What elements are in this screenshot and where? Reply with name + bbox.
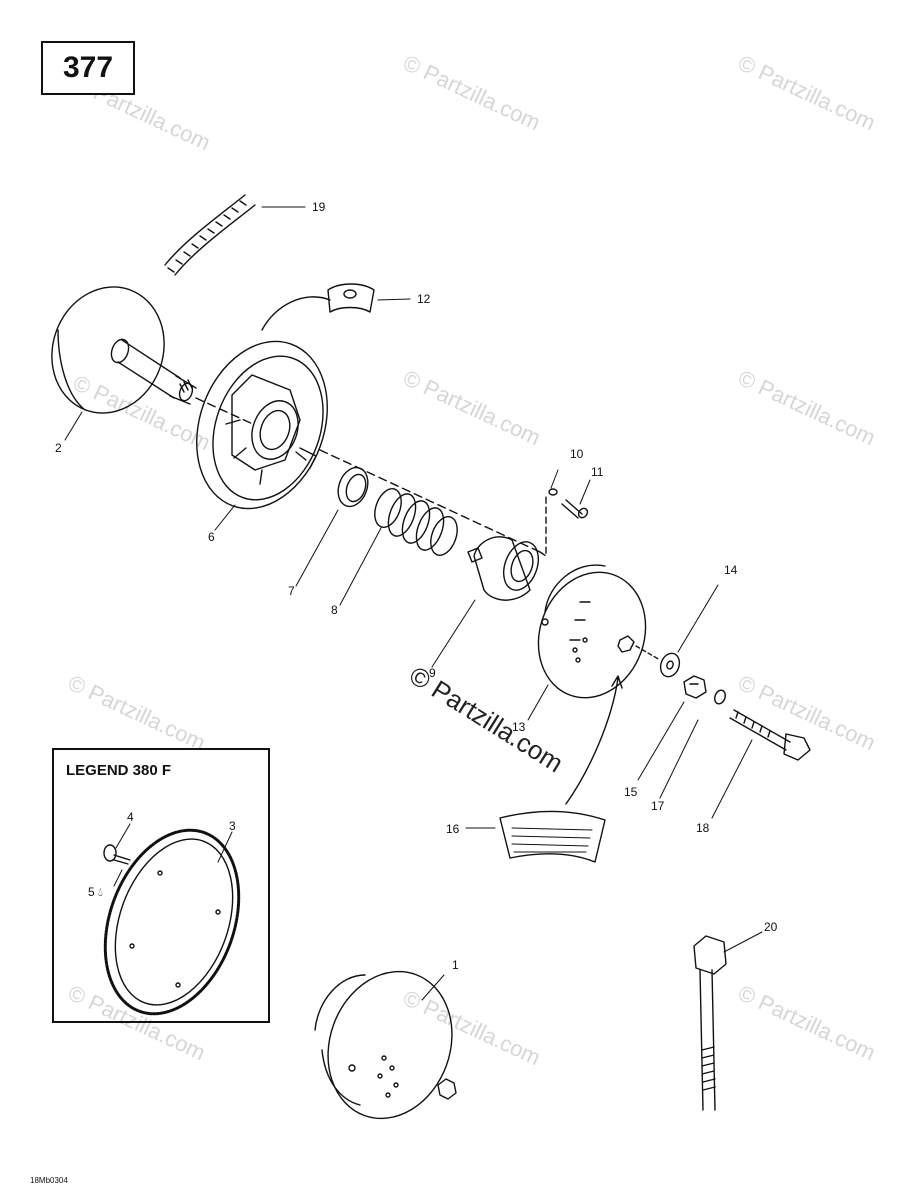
callout-5: 5 💧︎	[88, 886, 103, 898]
callout-7: 7	[288, 584, 295, 598]
callout-18: 18	[696, 821, 710, 835]
callout-16: 16	[446, 822, 460, 836]
callout-20: 20	[764, 920, 778, 934]
callout-5-label: 5	[88, 885, 95, 899]
screw-guide-line	[540, 495, 546, 556]
callout-15: 15	[624, 785, 638, 799]
ring-gear	[81, 812, 263, 1033]
legend-title: LEGEND 380 F	[66, 762, 172, 779]
long-bolt	[694, 936, 726, 1110]
slider-shoe	[328, 284, 374, 312]
governor-cup	[174, 297, 349, 527]
callout-12: 12	[417, 292, 431, 306]
callout-3: 3	[229, 819, 236, 833]
spring	[370, 485, 462, 559]
callout-8: 8	[331, 603, 338, 617]
callout-19: 19	[312, 200, 326, 214]
callout-10: 10	[570, 447, 584, 461]
drive-belt	[165, 195, 255, 275]
page-number-box: 377	[41, 41, 135, 95]
leader-lines	[65, 207, 762, 1000]
small-washer	[713, 689, 727, 706]
ring	[333, 463, 373, 510]
warning-decal	[500, 811, 605, 862]
callout-2: 2	[55, 441, 62, 455]
decal-arrow	[566, 676, 622, 804]
callout-14: 14	[724, 563, 738, 577]
callout-11: 11	[591, 465, 604, 479]
assembly-axis-line	[196, 398, 540, 552]
collar	[468, 537, 545, 600]
cover	[521, 557, 663, 713]
pulley-cover	[308, 954, 472, 1136]
bolt	[730, 710, 810, 760]
figure-code: 18Mb0304	[30, 1176, 68, 1185]
callout-9: 9	[429, 666, 436, 680]
legend-box: LEGEND 380 F	[52, 748, 270, 1023]
page-number: 377	[62, 51, 114, 84]
washer	[657, 651, 682, 680]
callout-6: 6	[208, 530, 215, 544]
sliding-sheave	[34, 271, 196, 429]
legend-screw	[104, 845, 130, 864]
callout-17: 17	[651, 799, 665, 813]
small-screw	[562, 500, 589, 519]
callout-1: 1	[452, 958, 459, 972]
callout-4: 4	[127, 810, 134, 824]
callout-13: 13	[512, 720, 526, 734]
nut	[684, 676, 706, 698]
lock-washer	[549, 489, 557, 495]
oil-drop-icon: 💧︎	[98, 885, 103, 899]
